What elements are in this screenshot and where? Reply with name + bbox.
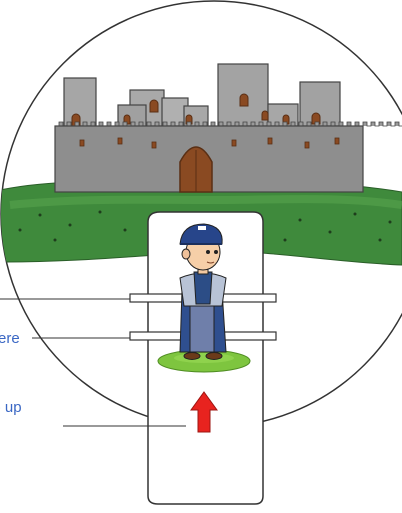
up-arrow-icon	[190, 391, 218, 433]
boy-character-icon	[179, 223, 227, 360]
label-lower-platform: ere	[0, 330, 20, 347]
label-go-up: go up	[0, 399, 22, 416]
castle-icon	[54, 63, 402, 193]
